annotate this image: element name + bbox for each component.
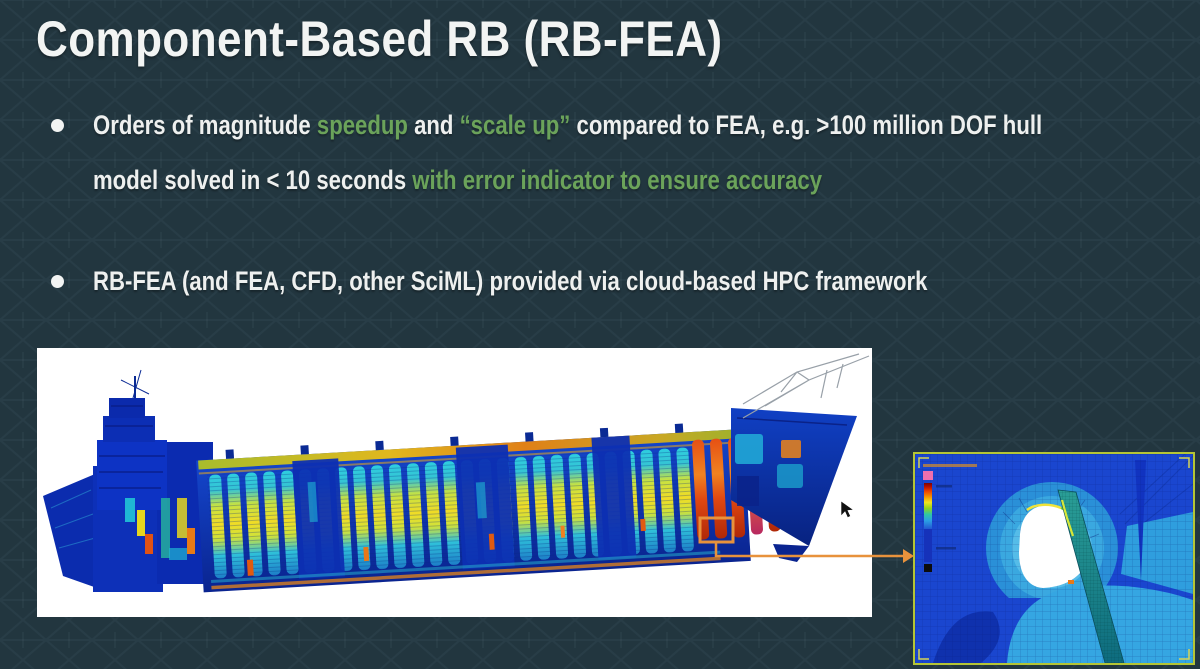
bullet-marker: [51, 119, 64, 132]
diagonal-beam: [1057, 489, 1125, 663]
ship-hull-frames: [196, 423, 781, 593]
bullet-text-lines: RB-FEA (and FEA, CFD, other SciML) provi…: [93, 266, 928, 296]
bullet-item-speedup: Orders of magnitude speedup and “scale u…: [93, 98, 1200, 208]
mesh-detail-image: [915, 454, 1193, 663]
ship-stern-superstructure: [43, 369, 213, 592]
color-legend: [923, 464, 977, 572]
mesh-detail-inset: [913, 452, 1195, 665]
bullet-item-cloud-hpc: RB-FEA (and FEA, CFD, other SciML) provi…: [93, 254, 1111, 309]
slide-title: Component-Based RB (RB-FEA): [36, 11, 723, 67]
bullet-text-lines: Orders of magnitude speedup and “scale u…: [93, 110, 1043, 195]
view-corner-marks: [918, 457, 1190, 660]
ship-figure-panel: [37, 348, 872, 617]
crane-wireframe: [742, 353, 870, 419]
ship-fea-model-image: [43, 353, 870, 593]
bullet-marker: [51, 275, 64, 288]
ship-bow-section: [731, 408, 857, 562]
